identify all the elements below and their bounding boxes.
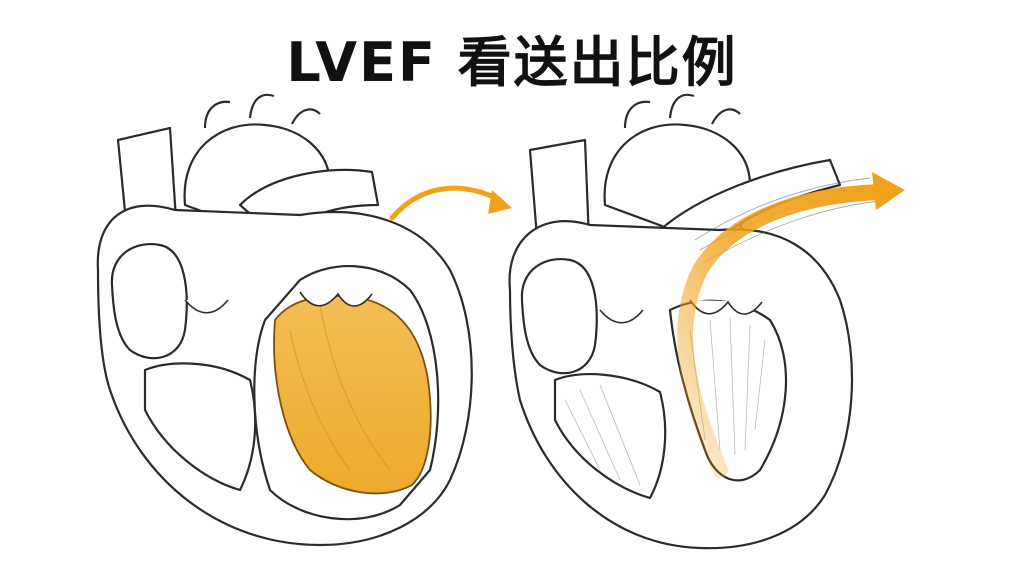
- page-title: LVEF 看送出比例: [286, 31, 738, 94]
- ejection-arrow: [677, 184, 888, 478]
- transition-arrow: [389, 185, 503, 221]
